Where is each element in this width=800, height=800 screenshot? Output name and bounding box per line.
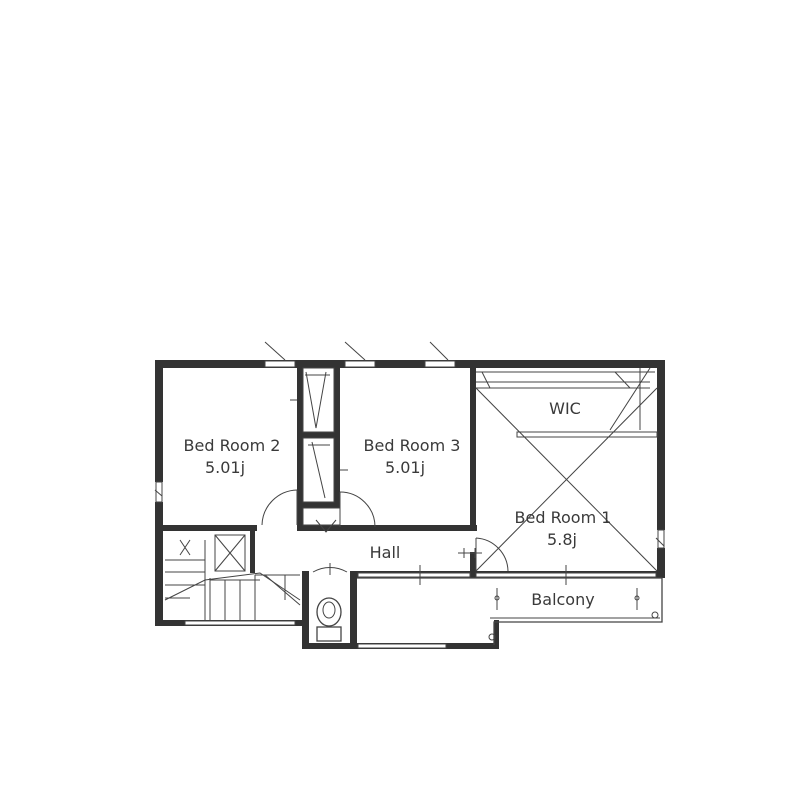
hall-label: Hall [370,543,401,562]
bed-room-2-area: 5.01j [205,458,245,477]
room-labels: Bed Room 2 5.01j Bed Room 3 5.01j WIC Be… [184,399,612,609]
balcony-label: Balcony [531,590,594,609]
bed-room-3-area: 5.01j [385,458,425,477]
toilet-fixture [316,597,342,642]
staircase [164,534,301,620]
bed-room-2-name: Bed Room 2 [184,436,281,455]
bed-room-1-name: Bed Room 1 [515,508,612,527]
balcony [357,577,663,645]
closets [290,367,658,572]
switch-marks [419,548,567,585]
bed-room-1-area: 5.8j [547,530,577,549]
bed-room-3-name: Bed Room 3 [364,436,461,455]
wic-label: WIC [549,399,581,418]
